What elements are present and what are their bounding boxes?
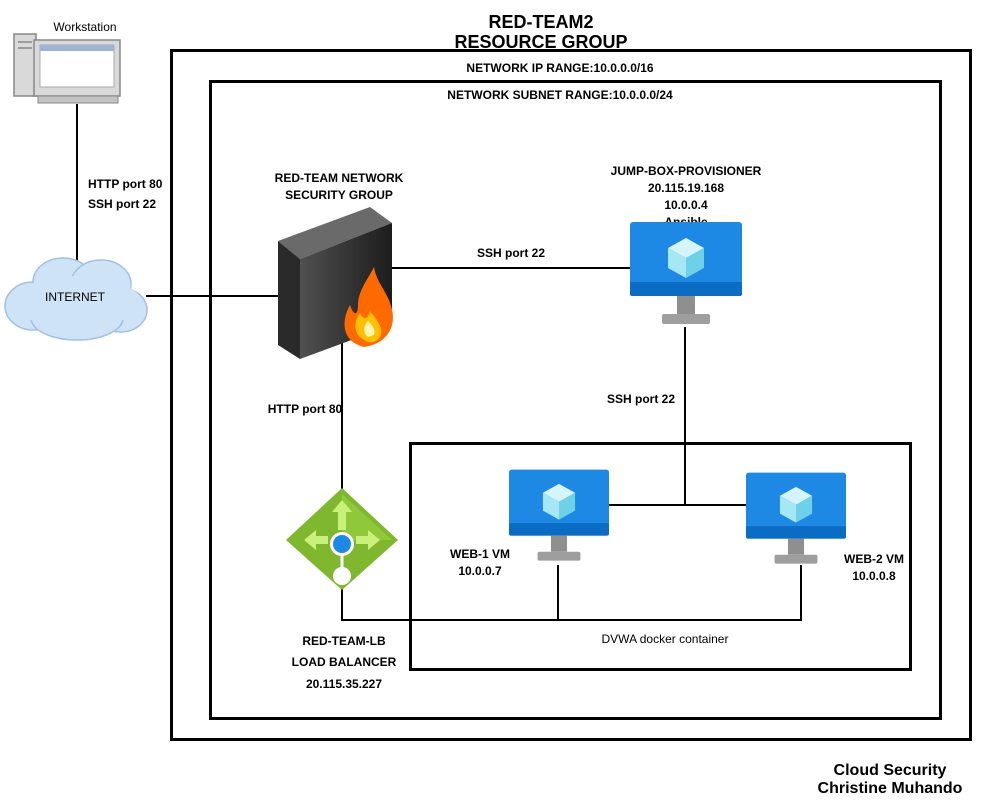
internet-label: INTERNET [45, 290, 105, 304]
lb-type: LOAD BALANCER [291, 655, 397, 669]
workstation-ssh-label: SSH port 22 [88, 197, 157, 211]
nsg-label-line-2: SECURITY GROUP [285, 188, 393, 202]
dvwa-container-label: DVWA docker container [601, 632, 729, 646]
container-bottom-line [341, 619, 802, 621]
lb-ip: 20.115.35.227 [305, 677, 383, 691]
nsg-label: RED-TEAM NETWORK SECURITY GROUP [254, 170, 424, 204]
internet-nsg-line [146, 295, 282, 297]
workstation-label: Workstation [53, 20, 117, 34]
lb-down-line [341, 588, 343, 621]
workstation-http-label: HTTP port 80 [88, 177, 163, 191]
web1-label: WEB-1 VM 10.0.0.7 [432, 546, 528, 580]
workstation-internet-line [76, 104, 78, 270]
nsg-jumpbox-ssh-label: SSH port 22 [476, 246, 545, 260]
title-line-1: RED-TEAM2 [488, 12, 594, 32]
web1-ip: 10.0.0.7 [458, 564, 502, 578]
web1-web2-line [608, 504, 747, 506]
cloud-icon [4, 257, 148, 341]
subnet-box [209, 80, 942, 720]
nsg-jumpbox-line [392, 267, 632, 269]
jumpbox-private-ip: 10.0.0.4 [664, 198, 708, 212]
jumpbox-down-line [684, 327, 686, 505]
nsg-lb-http-label: HTTP port 80 [267, 402, 343, 416]
nsg-lb-line [341, 340, 343, 492]
jumpbox-public-ip: 20.115.19.168 [647, 181, 725, 195]
web1-name: WEB-1 VM [450, 547, 510, 561]
jumpbox-label: JUMP-BOX-PROVISIONER 20.115.19.168 10.0.… [596, 163, 776, 231]
web2-down-line [800, 565, 802, 621]
jumpbox-name: JUMP-BOX-PROVISIONER [610, 164, 762, 178]
workstation-icon [13, 33, 121, 104]
lb-name: RED-TEAM-LB [302, 634, 386, 648]
nsg-label-line-1: RED-TEAM NETWORK [274, 171, 404, 185]
footer-line-2: Christine Muhando [817, 780, 963, 797]
network-subnet-range-label: NETWORK SUBNET RANGE:10.0.0.0/24 [447, 88, 673, 102]
firewall-icon [278, 207, 393, 359]
title-line-2: RESOURCE GROUP [454, 32, 628, 52]
web2-ip: 10.0.0.8 [852, 569, 896, 583]
jumpbox-web-ssh-label: SSH port 22 [606, 392, 675, 406]
footer-credit: Cloud Security Christine Muhando [800, 762, 980, 798]
footer-line-1: Cloud Security [833, 762, 947, 779]
resource-group-title: RED-TEAM2 RESOURCE GROUP [421, 12, 661, 52]
web2-vm-icon [746, 472, 846, 564]
web-vm-box [409, 442, 912, 671]
resource-group-box [170, 49, 972, 741]
web1-down-line [557, 565, 559, 621]
virtual-machine-icon [630, 222, 742, 324]
web2-label: WEB-2 VM 10.0.0.8 [826, 551, 922, 585]
web2-name: WEB-2 VM [844, 552, 904, 566]
load-balancer-icon [286, 488, 398, 590]
network-ip-range-label: NETWORK IP RANGE:10.0.0.0/16 [466, 61, 654, 75]
web1-vm-icon [509, 469, 609, 561]
